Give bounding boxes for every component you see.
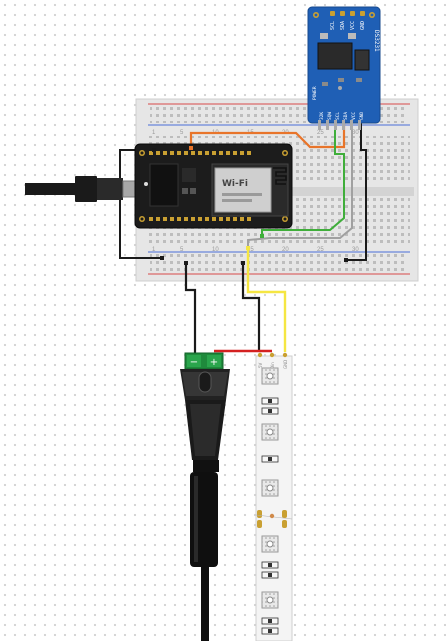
wire-gray <box>247 121 353 248</box>
usb-cable <box>25 176 138 202</box>
bb-col-label: 25 <box>317 130 324 136</box>
strip-pad-label: GND <box>283 360 288 369</box>
rtc-top-pin-label: SDA <box>340 21 346 30</box>
rtc-power-label: POWER <box>312 86 318 100</box>
bb-col-label: 20 <box>282 247 289 253</box>
bb-col-label: 1 <box>152 130 156 136</box>
rtc-bottom-pin-label: SCL <box>335 112 341 120</box>
led-3 <box>261 479 279 497</box>
jack-plus-label: + <box>210 357 218 368</box>
bb-col-label: 10 <box>212 247 219 253</box>
wire-black-jack <box>184 263 197 355</box>
strip-pad-label: Din <box>270 362 275 369</box>
led-2 <box>261 423 279 441</box>
rtc-bottom-pin-label: GND <box>359 112 365 120</box>
bb-col-label: 1 <box>152 247 156 253</box>
wires <box>119 121 367 355</box>
bb-col-label: 5 <box>180 130 184 136</box>
jack-minus-label: − <box>190 357 198 368</box>
bb-col-label: 30 <box>352 247 359 253</box>
led-strip: 5V Din GND <box>255 352 293 641</box>
dc-barrel-jack: − + <box>180 352 230 641</box>
rtc-bottom-pin-label: 32K <box>319 112 325 120</box>
wire-black-rtc-gnd <box>346 121 367 261</box>
wire-orange <box>189 121 346 149</box>
wire-yellow <box>246 248 287 352</box>
module-logo: Wi-Fi <box>222 179 248 189</box>
bb-col-label: 25 <box>317 247 324 253</box>
rtc-bottom-pin-label: SQW <box>327 112 333 120</box>
led-4 <box>261 535 279 553</box>
wire-ends <box>152 146 348 265</box>
rtc-top-pin-label: SCL <box>330 21 336 30</box>
bb-col-label: 30 <box>352 130 359 136</box>
esp12-module: Wi-Fi <box>211 163 289 217</box>
wire-green <box>261 121 345 236</box>
bb-col-label: 5 <box>180 247 184 253</box>
led-5 <box>261 591 279 609</box>
nodemcu-board: Wi-Fi <box>134 143 293 229</box>
rtc-chip-label: DS3231 <box>373 30 380 52</box>
rtc-bottom-pin-label: VCC <box>351 112 357 120</box>
rtc-ds3231-module: SCL SDA VCC GND DS3231 POWER 32K SQW SCL… <box>307 6 381 130</box>
rtc-top-pin-label: GND <box>360 21 366 30</box>
wire-black-strip-gnd <box>241 263 261 352</box>
bb-col-label: 15 <box>247 247 254 253</box>
rtc-bottom-pin-label: SDA <box>343 112 349 120</box>
rtc-top-pin-label: VCC <box>350 21 356 30</box>
strip-pad-label: 5V <box>258 362 263 368</box>
led-1 <box>261 367 279 385</box>
